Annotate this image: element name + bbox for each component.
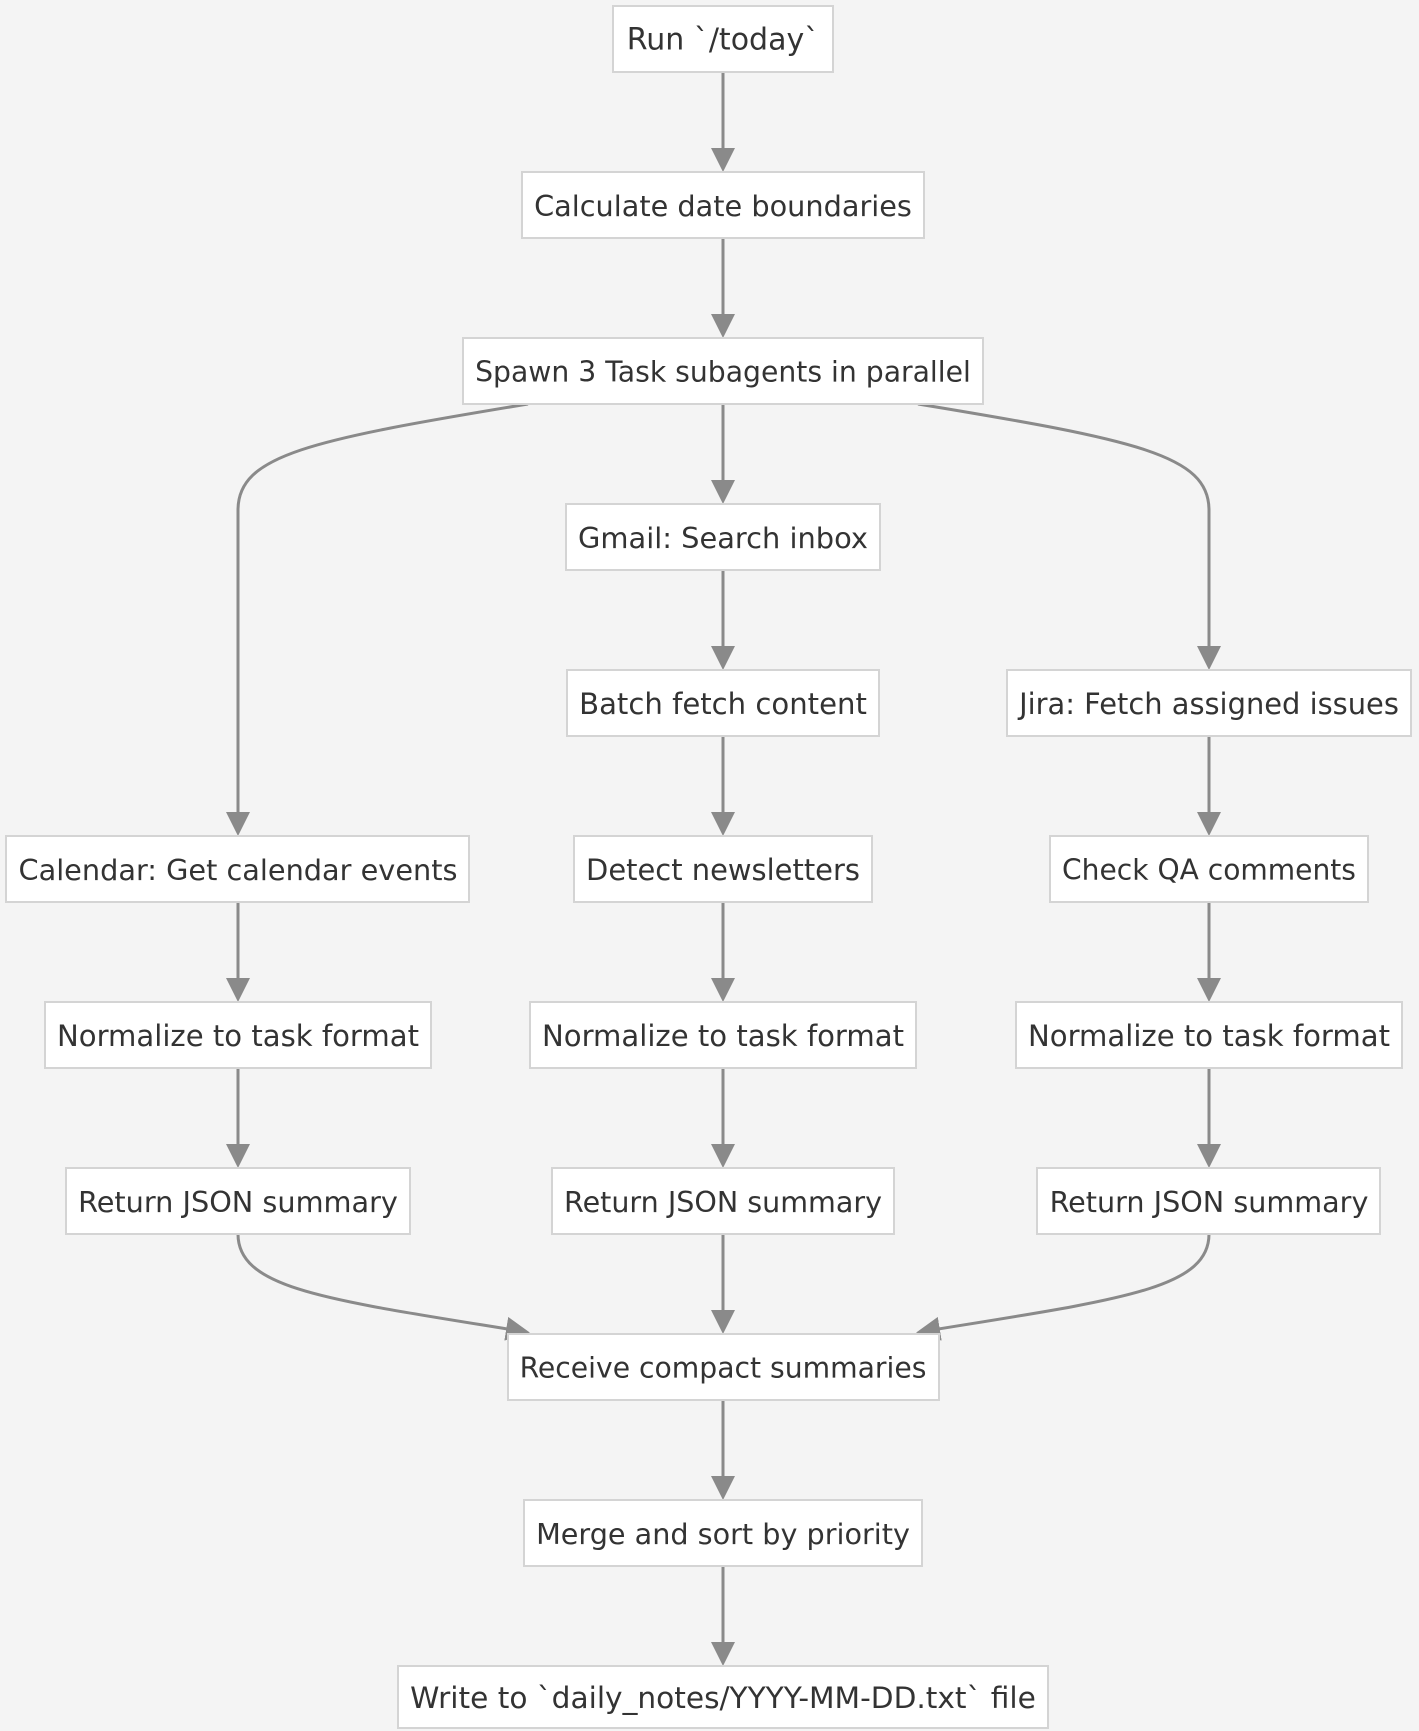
node-run-today-label: Run `/today` <box>627 23 819 58</box>
node-receive-summaries: Receive compact summaries <box>507 1333 940 1401</box>
node-normalize-calendar: Normalize to task format <box>44 1001 432 1069</box>
node-normalize-jira: Normalize to task format <box>1015 1001 1403 1069</box>
node-run-today: Run `/today` <box>612 5 834 73</box>
node-return-json-jira: Return JSON summary <box>1036 1167 1381 1235</box>
node-spawn-subagents: Spawn 3 Task subagents in parallel <box>462 337 984 405</box>
node-write-daily-notes: Write to `daily_notes/YYYY-MM-DD.txt` fi… <box>397 1665 1049 1729</box>
node-gmail-search-inbox: Gmail: Search inbox <box>565 503 881 571</box>
node-return-json-gmail-label: Return JSON summary <box>564 1185 882 1219</box>
node-return-json-gmail: Return JSON summary <box>551 1167 895 1235</box>
edge-return-cal-to-receive <box>236 1233 530 1341</box>
node-detect-newsletters-label: Detect newsletters <box>586 853 860 887</box>
edges <box>226 72 1221 1666</box>
node-return-json-calendar: Return JSON summary <box>65 1167 411 1235</box>
node-calendar-get-events-label: Calendar: Get calendar events <box>19 853 458 887</box>
node-normalize-gmail: Normalize to task format <box>529 1001 917 1069</box>
node-merge-sort: Merge and sort by priority <box>523 1499 923 1567</box>
node-return-json-calendar-label: Return JSON summary <box>78 1185 398 1219</box>
node-batch-fetch-content: Batch fetch content <box>566 669 880 737</box>
node-gmail-search-inbox-label: Gmail: Search inbox <box>578 521 868 555</box>
node-jira-fetch-issues-label: Jira: Fetch assigned issues <box>1017 687 1399 721</box>
edge-spawn-to-calendar <box>226 402 529 836</box>
node-write-daily-notes-label: Write to `daily_notes/YYYY-MM-DD.txt` fi… <box>410 1681 1036 1715</box>
node-check-qa-comments-label: Check QA comments <box>1062 854 1356 887</box>
node-detect-newsletters: Detect newsletters <box>573 835 873 903</box>
node-spawn-subagents-label: Spawn 3 Task subagents in parallel <box>475 356 971 389</box>
edge-spawn-to-jira <box>917 402 1221 670</box>
node-merge-sort-label: Merge and sort by priority <box>536 1517 910 1551</box>
node-calculate-date-boundaries: Calculate date boundaries <box>521 171 925 239</box>
node-check-qa-comments: Check QA comments <box>1049 835 1369 903</box>
nodes: Run `/today` Calculate date boundaries S… <box>5 5 1412 1729</box>
node-return-json-jira-label: Return JSON summary <box>1050 1185 1369 1219</box>
node-jira-fetch-issues: Jira: Fetch assigned issues <box>1006 669 1412 737</box>
node-normalize-jira-label: Normalize to task format <box>1028 1019 1390 1053</box>
node-receive-summaries-label: Receive compact summaries <box>520 1352 927 1385</box>
node-normalize-calendar-label: Normalize to task format <box>57 1019 419 1053</box>
node-normalize-gmail-label: Normalize to task format <box>542 1019 904 1053</box>
node-batch-fetch-content-label: Batch fetch content <box>579 687 867 721</box>
edge-return-jira-to-receive <box>916 1233 1211 1341</box>
node-calculate-date-boundaries-label: Calculate date boundaries <box>534 189 912 223</box>
node-calendar-get-events: Calendar: Get calendar events <box>5 835 470 903</box>
